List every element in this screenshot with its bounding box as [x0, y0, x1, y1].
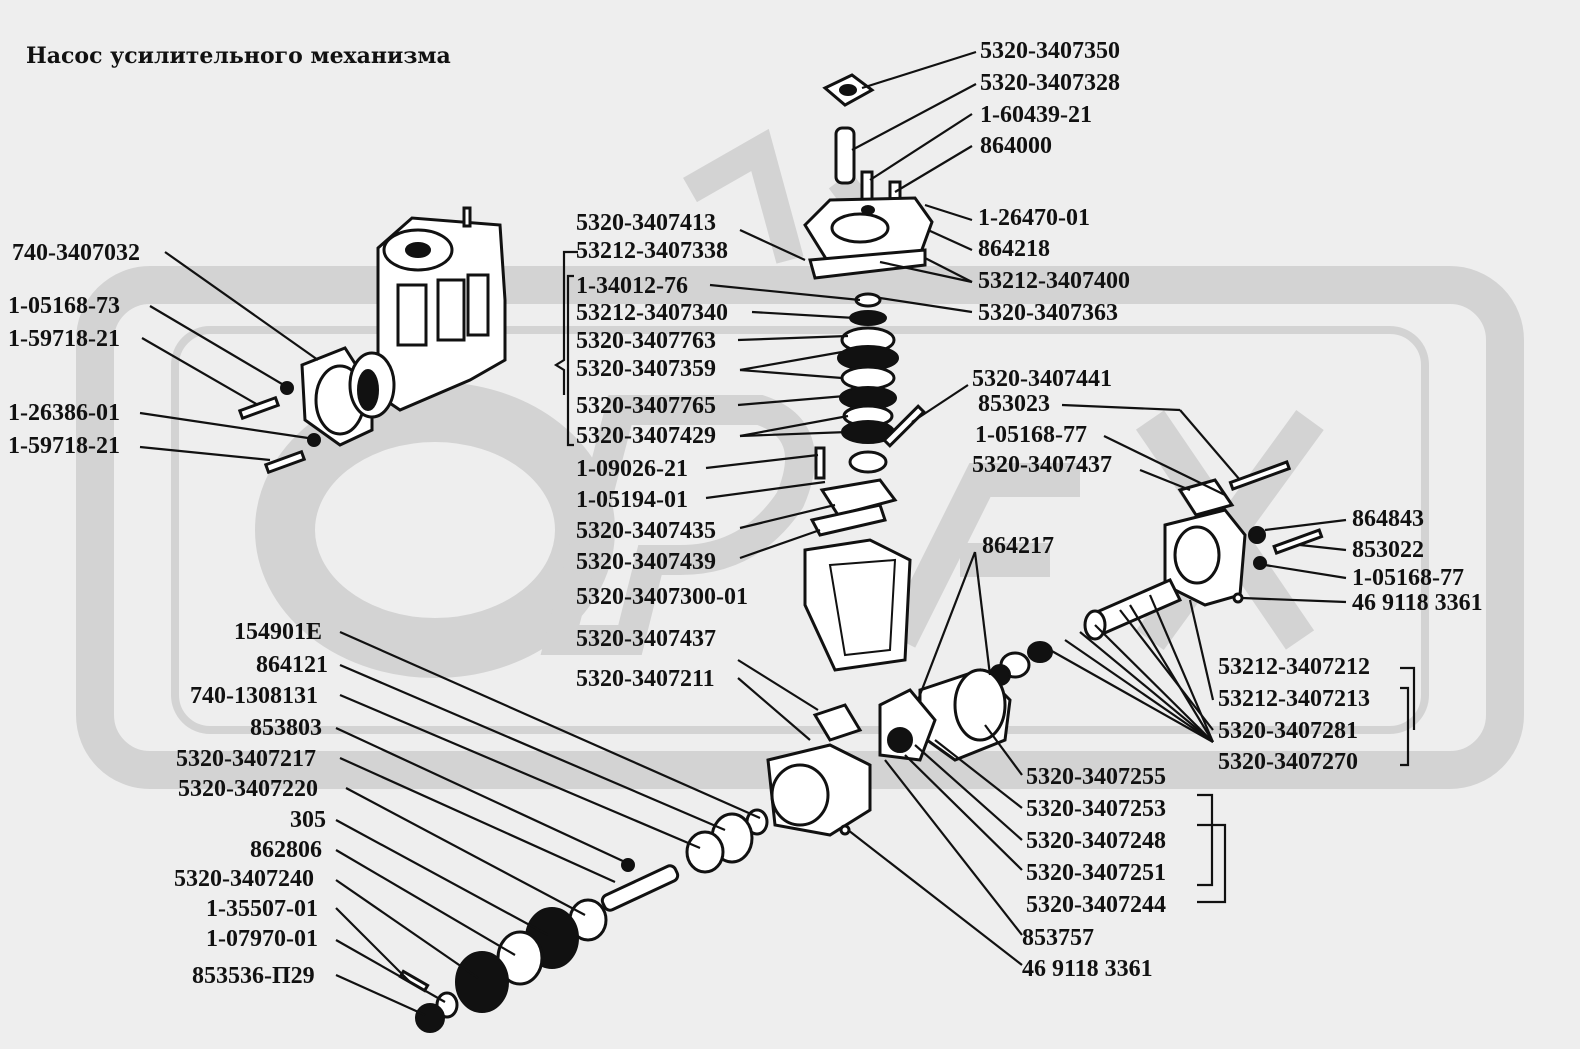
label-5320-3407211: 5320-3407211	[576, 666, 715, 692]
label-1-34012-76: 1-34012-76	[576, 273, 688, 299]
label-5320-3407300-01: 5320-3407300-01	[576, 584, 748, 610]
label-53212-3407400: 53212-3407400	[978, 268, 1130, 294]
label-53212-3407212: 53212-3407212	[1218, 654, 1370, 680]
diagram-title: Насос усилительного механизма	[26, 43, 451, 69]
label-1-35507-01: 1-35507-01	[206, 896, 318, 922]
part-labels: 5320-3407350 5320-3407328 1-60439-21 864…	[8, 38, 1483, 989]
label-1-26470-01: 1-26470-01	[978, 205, 1090, 231]
label-5320-3407270: 5320-3407270	[1218, 749, 1358, 775]
leader-lines	[139, 50, 1347, 1017]
label-1-05168-77-top: 1-05168-77	[975, 422, 1087, 448]
label-1-59718-21-bottom: 1-59718-21	[8, 433, 120, 459]
label-1-07970-01: 1-07970-01	[206, 926, 318, 952]
label-305: 305	[290, 807, 326, 833]
label-46-9118-3361-bottom: 46 9118 3361	[1022, 956, 1153, 982]
label-853536-P29: 853536-П29	[192, 963, 315, 989]
label-5320-3407217: 5320-3407217	[176, 746, 316, 772]
compressor-housing	[237, 206, 507, 475]
label-5320-3407240: 5320-3407240	[174, 866, 314, 892]
label-864121: 864121	[256, 652, 328, 678]
label-853803: 853803	[250, 715, 322, 741]
label-5320-3407328: 5320-3407328	[980, 70, 1120, 96]
label-853022: 853022	[1352, 537, 1424, 563]
label-5320-3407439: 5320-3407439	[576, 549, 716, 575]
label-5320-3407350: 5320-3407350	[980, 38, 1120, 64]
label-1-60439-21: 1-60439-21	[980, 102, 1092, 128]
label-5320-3407413: 5320-3407413	[576, 210, 716, 236]
valve-cover-assembly	[803, 73, 934, 672]
label-5320-3407248: 5320-3407248	[1026, 828, 1166, 854]
label-853757: 853757	[1022, 925, 1094, 951]
label-53212-3407338: 53212-3407338	[576, 238, 728, 264]
label-740-1308131: 740-1308131	[190, 683, 318, 709]
label-853023: 853023	[978, 391, 1050, 417]
label-1-59718-21-top: 1-59718-21	[8, 326, 120, 352]
pump-drive-assembly	[398, 703, 872, 1033]
label-53212-3407340: 53212-3407340	[576, 300, 728, 326]
label-1-09026-21: 1-09026-21	[576, 456, 688, 482]
label-53212-3407213: 53212-3407213	[1218, 686, 1370, 712]
label-5320-3407429: 5320-3407429	[576, 423, 716, 449]
label-5320-3407435: 5320-3407435	[576, 518, 716, 544]
label-5320-3407251: 5320-3407251	[1026, 860, 1166, 886]
label-5320-3407253: 5320-3407253	[1026, 796, 1166, 822]
label-5320-3407363: 5320-3407363	[978, 300, 1118, 326]
label-5320-3407281: 5320-3407281	[1218, 718, 1358, 744]
label-5320-3407437-center: 5320-3407437	[576, 626, 716, 652]
label-864217: 864217	[982, 533, 1054, 559]
label-5320-3407220: 5320-3407220	[178, 776, 318, 802]
label-862806: 862806	[250, 837, 322, 863]
label-46-9118-3361-right: 46 9118 3361	[1352, 590, 1483, 616]
label-1-05168-73: 1-05168-73	[8, 293, 120, 319]
label-5320-3407765: 5320-3407765	[576, 393, 716, 419]
label-5320-3407244: 5320-3407244	[1026, 892, 1166, 918]
label-864218: 864218	[978, 236, 1050, 262]
label-740-3407032: 740-3407032	[12, 240, 140, 266]
label-154901E: 154901E	[234, 619, 322, 645]
label-864843: 864843	[1352, 506, 1424, 532]
label-5320-3407441: 5320-3407441	[972, 366, 1112, 392]
label-864000: 864000	[980, 133, 1052, 159]
label-5320-3407763: 5320-3407763	[576, 328, 716, 354]
label-5320-3407437-right: 5320-3407437	[972, 452, 1112, 478]
label-1-05194-01: 1-05194-01	[576, 487, 688, 513]
brackets	[553, 250, 1416, 904]
label-1-26386-01: 1-26386-01	[8, 400, 120, 426]
label-5320-3407359: 5320-3407359	[576, 356, 716, 382]
label-5320-3407255: 5320-3407255	[1026, 764, 1166, 790]
label-1-05168-77-right: 1-05168-77	[1352, 565, 1464, 591]
